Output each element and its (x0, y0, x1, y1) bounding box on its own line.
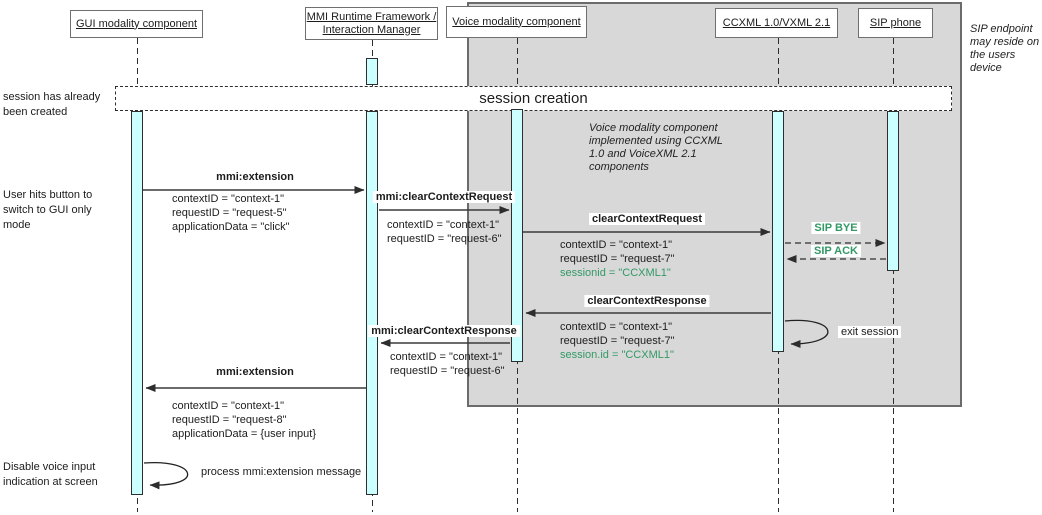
param-line: applicationData = "click" (172, 221, 290, 233)
param-line: requestID = "request-8" (172, 414, 287, 426)
participant-voice-label: Voice modality component (452, 15, 581, 28)
session-creation-label: session creation (479, 90, 588, 107)
param-line: requestID = "request-7" (560, 253, 675, 265)
message-label-mmi-clearcontextrequest: mmi:clearContextRequest (372, 191, 516, 203)
param-line: requestID = "request-6" (390, 365, 505, 377)
activation-sip (887, 111, 899, 271)
sip-endpoint-note: SIP endpoint may reside on the users dev… (970, 23, 1040, 74)
annotation-user-hits-button: User hits button to switch to GUI only m… (3, 189, 93, 231)
message-label-sip-bye: SIP BYE (811, 222, 861, 234)
message-label-mmi-clearcontextresponse: mmi:clearContextResponse (368, 325, 520, 337)
message-params-mmi-extension-1: contextID = "context-1" requestID = "req… (172, 192, 290, 234)
param-line: applicationData = {user input} (172, 428, 317, 440)
activation-mmi-pre-session (366, 58, 378, 85)
activation-voice (511, 109, 523, 362)
message-label-process-mmi-extension: process mmi:extension message (198, 466, 365, 478)
activation-ccxml (772, 111, 784, 352)
message-label-exit-session: exit session (838, 326, 902, 338)
param-line: contextID = "context-1" (172, 400, 285, 412)
param-line: requestID = "request-7" (560, 335, 675, 347)
param-line: contextID = "context-1" (387, 219, 500, 231)
message-label-clearcontextrequest: clearContextRequest (588, 213, 706, 225)
participant-gui-label: GUI modality component (75, 17, 198, 30)
participant-gui: GUI modality component (70, 10, 203, 38)
message-params-mmi-clearcontextresponse: contextID = "context-1" requestID = "req… (390, 350, 505, 378)
message-label-mmi-extension-1: mmi:extension (213, 171, 297, 183)
param-line: requestID = "request-6" (387, 233, 502, 245)
param-line: contextID = "context-1" (560, 321, 673, 333)
message-label-mmi-extension-2: mmi:extension (213, 366, 297, 378)
param-line: contextID = "context-1" (560, 239, 673, 251)
participant-ccxml-label: CCXML 1.0/VXML 2.1 (722, 16, 831, 29)
message-label-clearcontextresponse: clearContextResponse (584, 295, 710, 307)
param-line-sessionid: session.id = "CCXML1" (560, 349, 674, 361)
participant-ccxml: CCXML 1.0/VXML 2.1 (715, 8, 838, 38)
activation-gui (131, 111, 143, 495)
param-line: contextID = "context-1" (390, 351, 503, 363)
arrow-process-loop (143, 461, 189, 490)
voice-implementation-note: Voice modality component implemented usi… (589, 122, 723, 173)
lifeline-sip (893, 38, 894, 512)
participant-voice: Voice modality component (446, 6, 587, 38)
param-line: contextID = "context-1" (172, 193, 285, 205)
param-line-sessionid: sessionid = "CCXML1" (560, 267, 671, 279)
ccxml-implementation-panel (467, 2, 962, 407)
message-params-mmi-clearcontextrequest: contextID = "context-1" requestID = "req… (387, 218, 502, 246)
annotation-disable-voice: Disable voice input indication at screen (3, 461, 98, 488)
participant-mmi: MMI Runtime Framework / Interaction Mana… (305, 7, 438, 40)
participant-sip-label: SIP phone (869, 16, 922, 29)
session-creation-frame: session creation (115, 86, 952, 111)
message-params-mmi-extension-2: contextID = "context-1" requestID = "req… (172, 399, 316, 441)
activation-mmi (366, 111, 378, 495)
message-params-clearcontextresponse: contextID = "context-1" requestID = "req… (560, 320, 675, 362)
annotation-session-created: session has already been created (3, 91, 101, 118)
param-line: requestID = "request-5" (172, 207, 287, 219)
message-label-sip-ack: SIP ACK (810, 245, 862, 257)
message-params-clearcontextrequest: contextID = "context-1" requestID = "req… (560, 238, 675, 280)
participant-sip: SIP phone (858, 8, 933, 38)
participant-mmi-label: MMI Runtime Framework / Interaction Mana… (306, 10, 437, 36)
